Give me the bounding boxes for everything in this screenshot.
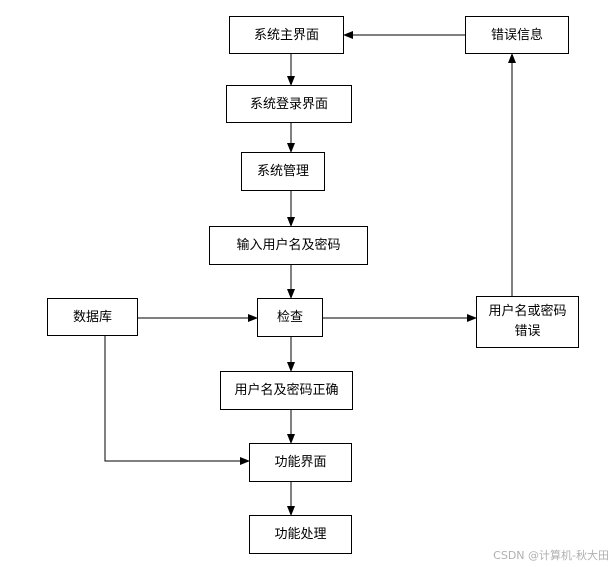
watermark-text: CSDN @计算机-秋大田 (493, 549, 609, 562)
node-system-manage: 系统管理 (241, 152, 325, 191)
node-function-process: 功能处理 (249, 515, 352, 554)
node-input-credentials-label: 输入用户名及密码 (236, 238, 341, 253)
node-credentials-correct: 用户名及密码正确 (220, 371, 353, 410)
node-input-credentials: 输入用户名及密码 (209, 226, 368, 265)
node-check: 检查 (257, 298, 323, 337)
node-function-ui-label: 功能界面 (274, 455, 327, 470)
node-database-label: 数据库 (72, 309, 112, 325)
node-credentials-wrong-label: 用户名或密码错误 (488, 304, 567, 339)
edge-database-to-function-ui (104, 336, 250, 465)
node-function-ui: 功能界面 (249, 443, 352, 482)
node-check-label: 检查 (276, 310, 303, 325)
node-error-info: 错误信息 (465, 16, 569, 54)
node-error-info-label: 错误信息 (490, 27, 543, 43)
node-credentials-correct-label: 用户名及密码正确 (234, 383, 339, 398)
node-system-login: 系统登录界面 (226, 85, 352, 123)
node-function-process-label: 功能处理 (274, 527, 327, 542)
node-database: 数据库 (47, 298, 138, 336)
node-system-main-label: 系统主界面 (253, 27, 319, 43)
node-system-login-label: 系统登录界面 (249, 96, 328, 112)
node-system-manage-label: 系统管理 (256, 164, 309, 179)
node-system-main: 系统主界面 (229, 16, 344, 54)
node-credentials-wrong: 用户名或密码错误 (476, 296, 579, 348)
